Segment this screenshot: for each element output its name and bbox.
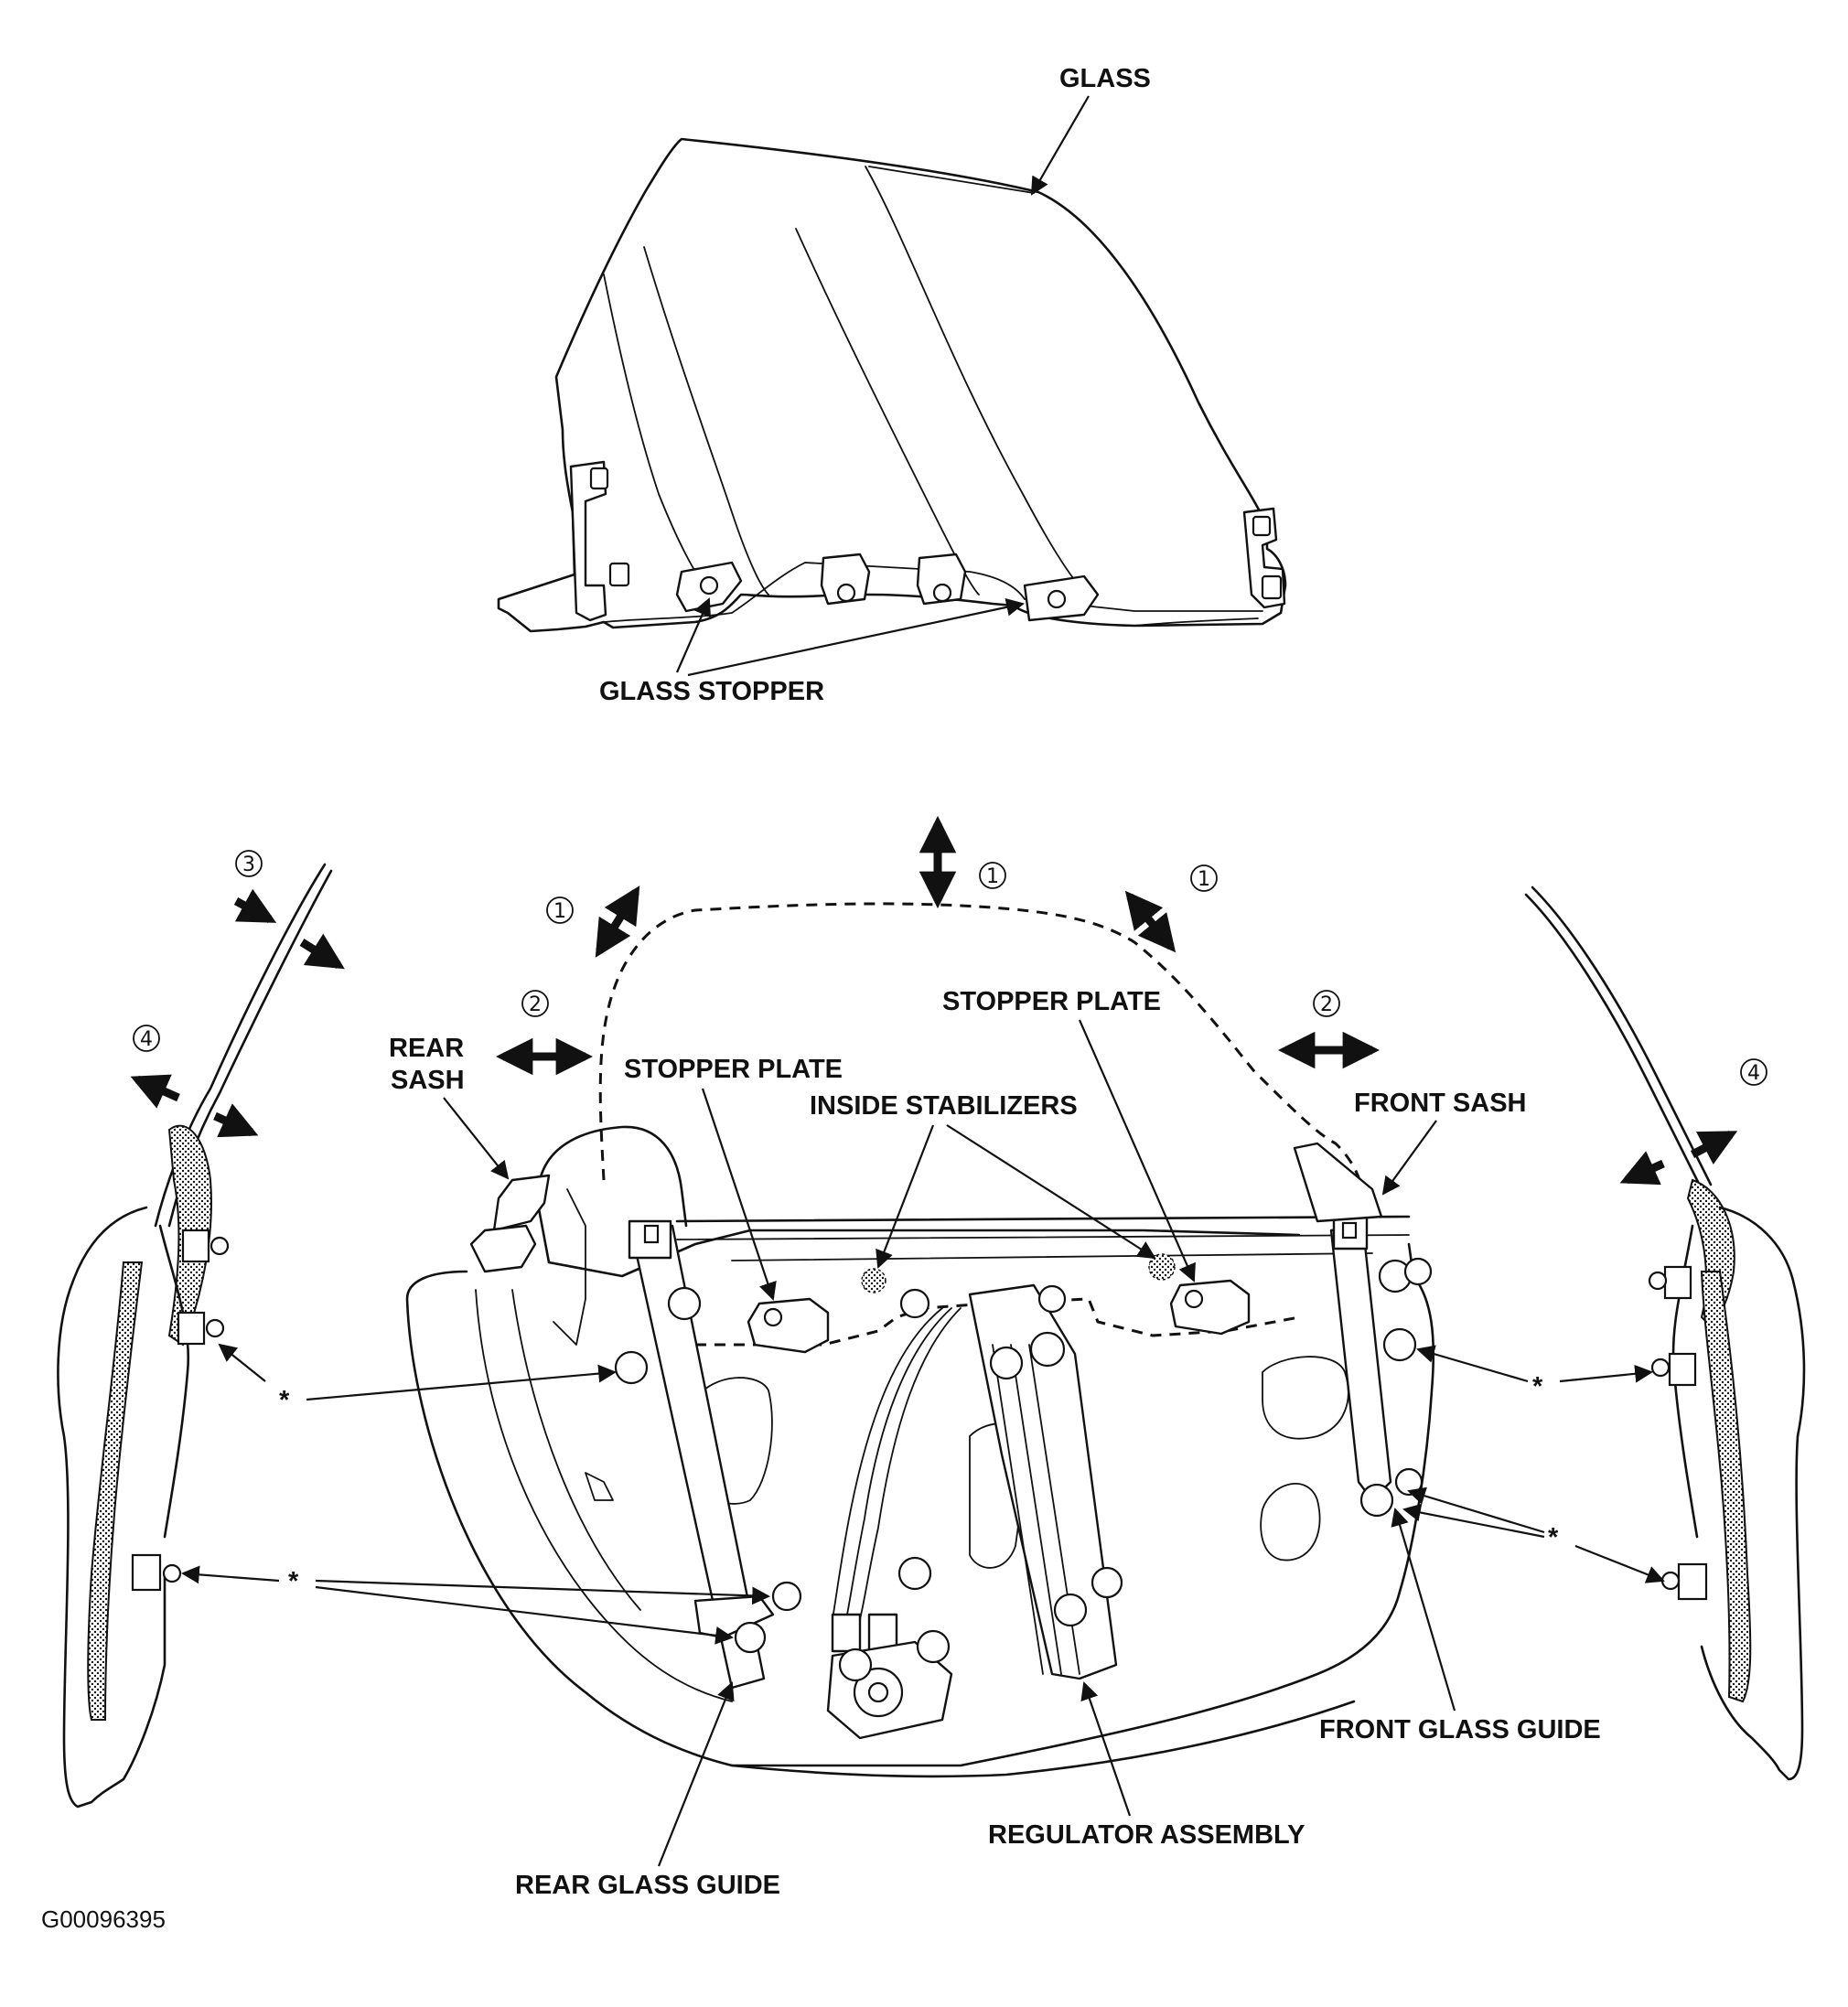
rear-outer-sash-strip — [57, 863, 333, 1808]
adjust-marker-1-center: 1 — [979, 862, 1006, 889]
svg-text:1: 1 — [1198, 868, 1210, 891]
front-sash-leader — [1381, 1120, 1437, 1196]
front-glass-guide-label: FRONT GLASS GUIDE — [1319, 1715, 1601, 1744]
inside-stabilizer-left — [861, 1268, 886, 1293]
stopper-plate-left-label: STOPPER PLATE — [624, 1055, 843, 1084]
glass-leader — [1031, 95, 1090, 196]
stopper-plate-right-leader — [1078, 1019, 1196, 1283]
glass-label: GLASS — [1059, 64, 1151, 93]
figure-id: G00096395 — [41, 1905, 166, 1933]
adjust-marker-1-right: 1 — [1190, 864, 1218, 892]
svg-text:4: 4 — [140, 1028, 153, 1051]
glass-stopper-leader-right — [687, 598, 1025, 677]
inside-stabilizer-right — [1148, 1253, 1176, 1281]
front-outer-sash-strip — [1524, 885, 1806, 1781]
adjust-marker-2-left: 2 — [521, 990, 549, 1017]
asterisk-left-upper-leader-a — [218, 1343, 266, 1382]
regulator-assembly-leader — [1080, 1681, 1132, 1817]
asterisk-right-upper-leader-b — [1559, 1364, 1653, 1383]
front-glass-guide-leader — [1391, 1508, 1456, 1712]
adjust-marker-3: 3 — [235, 850, 263, 877]
door-inner-panel — [405, 1125, 1435, 1778]
rear-sash-label-line2: SASH — [391, 1066, 465, 1095]
stopper-plate-left — [747, 1297, 830, 1354]
regulator-assembly-label: REGULATOR ASSEMBLY — [988, 1820, 1305, 1850]
asterisk-right-upper-leader-a — [1416, 1345, 1529, 1383]
adjust-arrows — [130, 815, 1738, 1186]
asterisk-left-upper-leader-b — [306, 1364, 617, 1401]
glass-stopper-label: GLASS STOPPER — [599, 677, 824, 706]
asterisk-left-lower-leader-b — [315, 1579, 770, 1605]
asterisk-right-upper: * — [1532, 1372, 1543, 1401]
adjust-marker-2-right: 2 — [1313, 990, 1340, 1017]
inside-stabilizers-leader-left — [876, 1124, 935, 1269]
rear-sash — [469, 1174, 551, 1273]
svg-text:1: 1 — [553, 900, 566, 923]
inside-stabilizers-leader-right — [946, 1124, 1156, 1260]
adjust-marker-1-left: 1 — [546, 896, 574, 924]
asterisk-left-lower: * — [288, 1567, 299, 1596]
stopper-plate-right — [1169, 1279, 1251, 1336]
asterisk-right-lower: * — [1548, 1523, 1559, 1552]
asterisk-left-upper: * — [279, 1386, 290, 1415]
inside-stabilizers-label: INSIDE STABILIZERS — [810, 1091, 1078, 1121]
glass-stopper-leader-left — [675, 597, 711, 673]
svg-text:4: 4 — [1747, 1062, 1760, 1085]
rear-glass-guide-leader — [657, 1681, 735, 1867]
rear-sash-leader — [443, 1097, 510, 1180]
asterisk-right-lower-leader-b — [1402, 1503, 1545, 1539]
stopper-plate-right-label: STOPPER PLATE — [942, 987, 1161, 1016]
svg-text:1: 1 — [986, 865, 999, 888]
svg-text:2: 2 — [1320, 993, 1333, 1016]
rear-glass-guide-label: REAR GLASS GUIDE — [515, 1871, 780, 1900]
asterisk-left-lower-leader-a — [181, 1565, 280, 1584]
adjust-marker-4-left: 4 — [133, 1025, 160, 1052]
rear-glass-guide — [628, 1219, 775, 1690]
glass-panel — [497, 137, 1287, 633]
asterisk-left-lower-leader-c — [315, 1585, 734, 1645]
rear-sash-label-line1: REAR — [389, 1034, 464, 1063]
asterisk-right-lower-leader-a — [1407, 1486, 1545, 1534]
svg-text:2: 2 — [529, 993, 542, 1016]
glass-lower-outline — [695, 1297, 1300, 1347]
front-sash-label: FRONT SASH — [1354, 1089, 1527, 1118]
glass-position-outline — [598, 902, 1370, 1218]
asterisk-right-lower-leader-c — [1574, 1544, 1665, 1583]
regulator-assembly — [826, 1283, 1118, 1740]
adjust-marker-4-right: 4 — [1740, 1058, 1767, 1086]
svg-text:3: 3 — [242, 853, 255, 876]
front-glass-guide — [1293, 1142, 1392, 1502]
stopper-plate-left-leader — [701, 1088, 777, 1301]
